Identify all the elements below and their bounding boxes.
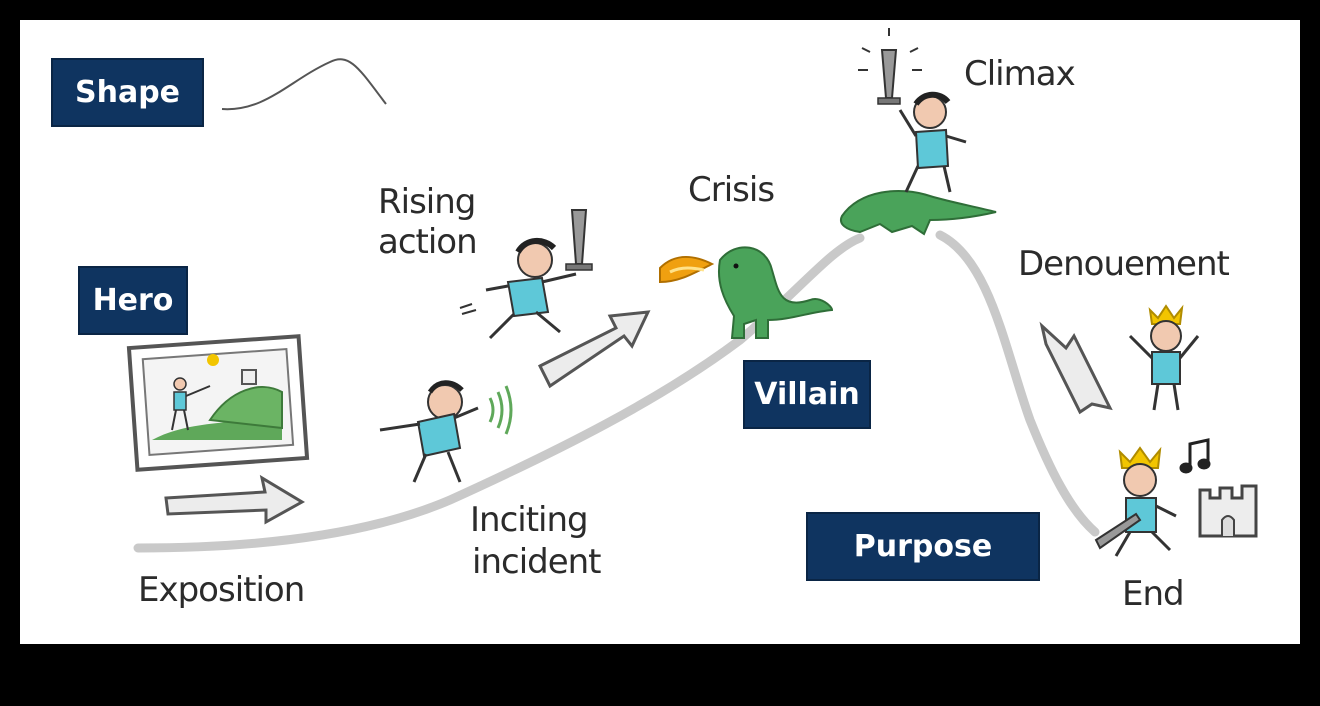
- stage-exposition: Exposition: [138, 570, 305, 610]
- hero-on-dragon-icon: [840, 28, 997, 236]
- stage-climax: Climax: [964, 54, 1076, 94]
- stage-denouement: Denouement: [1018, 244, 1230, 284]
- stage-inciting-line1: Inciting: [470, 500, 589, 540]
- arrow-down-icon: [1039, 321, 1113, 415]
- story-illustration: [126, 28, 1258, 557]
- shape-tag: Shape: [51, 58, 204, 127]
- dragon-icon: [718, 246, 834, 339]
- shape-curve-icon: [221, 58, 387, 111]
- arrow-right-icon: [164, 474, 305, 525]
- villain-tag: Villain: [743, 360, 871, 429]
- king-hero-icon: [1094, 446, 1177, 557]
- sound-waves-icon: [488, 385, 513, 435]
- arrow-up-icon: [537, 310, 651, 389]
- stage-crisis: Crisis: [688, 170, 775, 210]
- stage-inciting-line2: incident: [472, 542, 602, 582]
- canvas: Shape Hero Villain Purpose Exposition In…: [20, 20, 1300, 644]
- stage-rising-line1: Rising: [378, 182, 476, 222]
- purpose-tag: Purpose: [806, 512, 1040, 581]
- fire-icon: [659, 256, 715, 284]
- scared-hero-icon: [379, 380, 479, 483]
- hero-tag: Hero: [78, 266, 188, 335]
- story-arc-line: [133, 230, 1100, 553]
- picture-frame-icon: [126, 334, 310, 472]
- sword-icon: [565, 209, 593, 271]
- music-note-icon: [1179, 438, 1211, 474]
- stage-rising-line2: action: [378, 222, 478, 262]
- crowned-hero-icon: [1128, 304, 1200, 411]
- running-hero-icon: [459, 238, 577, 340]
- stage-end: End: [1122, 574, 1185, 614]
- castle-icon: [1198, 484, 1258, 538]
